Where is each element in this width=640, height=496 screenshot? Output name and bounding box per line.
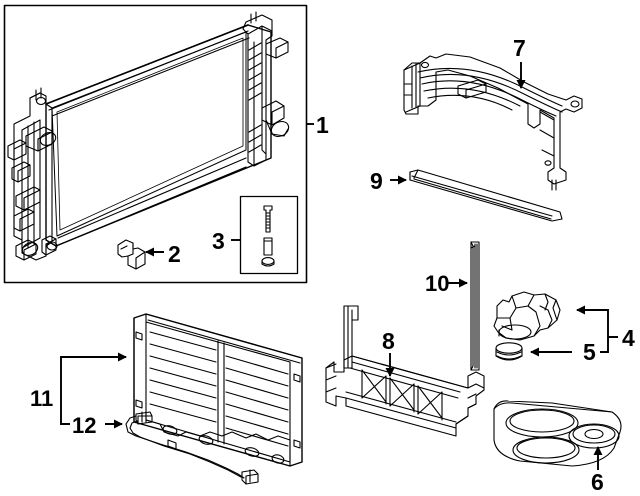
lower-radiator-mount-pad: [493, 400, 622, 467]
callout-6: 6: [591, 469, 604, 495]
upper-tie-bar-support: [403, 53, 583, 191]
side-air-baffle: [470, 241, 480, 371]
callout-8: 8: [382, 328, 395, 354]
leader-4-stem: [600, 337, 609, 353]
callout-10: 10: [425, 271, 449, 296]
upper-air-seal-strip: [409, 169, 563, 222]
fastener-kit-box: [239, 195, 299, 275]
radiator-core-assembly: [7, 11, 290, 261]
radiator-assembly-box: [3, 4, 308, 284]
callout-7: 7: [513, 35, 526, 61]
coolant-temperature-sensor: [117, 239, 146, 270]
callout-2: 2: [168, 241, 181, 267]
leader-11-stem: [60, 398, 70, 425]
leader-4: [576, 305, 618, 338]
callout-12: 12: [72, 413, 96, 438]
callout-3: 3: [212, 228, 225, 254]
callout-11: 11: [30, 386, 53, 411]
callout-9: 9: [370, 168, 383, 194]
radiator-mount-insulator: [495, 342, 523, 361]
condenser-pressure-sensor-harness: [125, 411, 259, 485]
leader-11: [60, 352, 127, 398]
callout-1: 1: [316, 112, 329, 138]
callout-4: 4: [622, 325, 635, 351]
lower-air-deflector-baffle: [325, 305, 485, 437]
callout-5: 5: [583, 339, 596, 365]
ac-condenser: [133, 313, 303, 467]
upper-radiator-mount-bracket: [493, 291, 561, 341]
